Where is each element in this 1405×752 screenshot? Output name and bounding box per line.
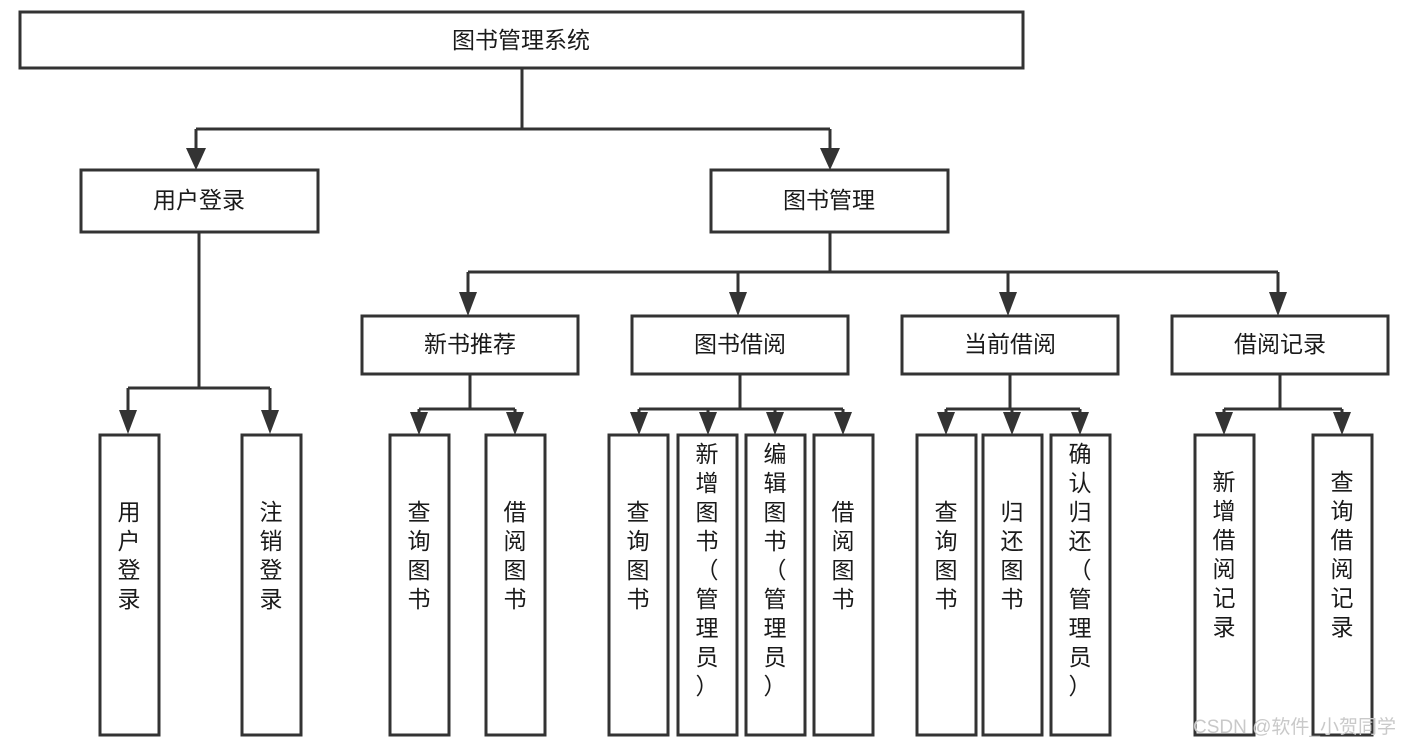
leaf-label: 用户登录	[118, 499, 141, 612]
leaf-box[interactable]	[240, 433, 303, 737]
node-borrow-record-box[interactable]	[1170, 314, 1390, 376]
arrow-head-icon	[1215, 412, 1233, 435]
arrow-head-icon	[699, 412, 717, 435]
node-book-manage[interactable]: 图书管理	[709, 168, 950, 234]
leaf-box[interactable]	[1049, 433, 1112, 737]
leaf-label: 新增借阅记录	[1213, 469, 1236, 640]
node-book-borrow-label: 图书借阅	[694, 331, 786, 357]
leaf-new-book-borrow[interactable]: 借阅图书	[484, 433, 547, 737]
leaf-label: 借阅图书	[832, 499, 855, 612]
arrow-head-icon	[186, 148, 206, 170]
node-root-label: 图书管理系统	[452, 27, 590, 53]
leaf-box[interactable]	[1311, 433, 1374, 737]
node-new-book-recommend[interactable]: 新书推荐	[360, 314, 580, 376]
node-book-manage-box[interactable]	[709, 168, 950, 234]
leaf-box[interactable]	[812, 433, 875, 737]
leaf-label: 查询借阅记录	[1331, 469, 1354, 640]
node-root[interactable]: 图书管理系统	[18, 10, 1025, 70]
arrow-head-icon	[937, 412, 955, 435]
node-new-book-recommend-box[interactable]	[360, 314, 580, 376]
leaf-label: 确认归还（管理员）	[1069, 441, 1092, 699]
leaf-borrow-record-add[interactable]: 新增借阅记录	[1193, 433, 1256, 737]
leaf-box[interactable]	[484, 433, 547, 737]
leaf-box[interactable]	[98, 433, 161, 737]
leaf-box[interactable]	[915, 433, 978, 737]
leaf-label: 查询图书	[627, 499, 650, 612]
node-user-login-label: 用户登录	[153, 187, 245, 213]
leaf-box[interactable]	[1193, 433, 1256, 737]
leaf-current-borrow-query[interactable]: 查询图书	[915, 433, 978, 737]
leaf-label: 编辑图书（管理员）	[764, 441, 787, 699]
arrow-head-icon	[999, 292, 1017, 316]
arrow-head-icon	[119, 410, 137, 434]
arrow-head-icon	[1071, 412, 1089, 435]
leaf-label: 查询图书	[408, 499, 431, 612]
node-current-borrow[interactable]: 当前借阅	[900, 314, 1120, 376]
arrow-head-icon	[506, 412, 524, 435]
node-user-login[interactable]: 用户登录	[79, 168, 320, 234]
leaf-box[interactable]	[388, 433, 451, 737]
arrow-head-icon	[459, 292, 477, 316]
arrow-head-icon	[1333, 412, 1351, 435]
arrow-head-icon	[729, 292, 747, 316]
node-new-book-recommend-label: 新书推荐	[424, 331, 516, 357]
node-book-borrow-box[interactable]	[630, 314, 850, 376]
leaf-box[interactable]	[676, 433, 739, 737]
arrow-head-icon	[410, 412, 428, 435]
leaf-box[interactable]	[981, 433, 1044, 737]
node-borrow-record-label: 借阅记录	[1234, 331, 1326, 357]
connector-layer	[119, 68, 1351, 435]
leaf-current-borrow-confirm[interactable]: 确认归还（管理员）	[1049, 433, 1112, 737]
leaf-book-borrow-edit[interactable]: 编辑图书（管理员）	[744, 433, 807, 737]
arrow-head-icon	[630, 412, 648, 435]
arrow-head-icon	[834, 412, 852, 435]
leaf-book-borrow-query[interactable]: 查询图书	[607, 433, 670, 737]
leaf-box[interactable]	[744, 433, 807, 737]
node-root-box[interactable]	[18, 10, 1025, 70]
node-current-borrow-label: 当前借阅	[964, 331, 1056, 357]
leaf-borrow-record-query[interactable]: 查询借阅记录	[1311, 433, 1374, 737]
node-current-borrow-box[interactable]	[900, 314, 1120, 376]
leaf-user-login-logout[interactable]: 注销登录	[240, 433, 303, 737]
leaf-label: 新增图书（管理员）	[696, 441, 719, 699]
node-book-borrow[interactable]: 图书借阅	[630, 314, 850, 376]
leaf-user-login-login[interactable]: 用户登录	[98, 433, 161, 737]
node-user-login-box[interactable]	[79, 168, 320, 234]
arrow-head-icon	[1003, 412, 1021, 435]
csdn-watermark: CSDN @软件_小贺同学	[1193, 716, 1396, 738]
leaf-label: 借阅图书	[504, 499, 527, 612]
leaf-current-borrow-return[interactable]: 归还图书	[981, 433, 1044, 737]
arrow-head-icon	[1269, 292, 1287, 316]
arrow-head-icon	[820, 148, 840, 170]
leaf-box[interactable]	[607, 433, 670, 737]
leaf-new-book-query[interactable]: 查询图书	[388, 433, 451, 737]
leaf-book-borrow-borrow[interactable]: 借阅图书	[812, 433, 875, 737]
leaf-label: 查询图书	[935, 499, 958, 612]
node-borrow-record[interactable]: 借阅记录	[1170, 314, 1390, 376]
leaf-book-borrow-add[interactable]: 新增图书（管理员）	[676, 433, 739, 737]
arrow-head-icon	[766, 412, 784, 435]
leaf-label: 注销登录	[260, 499, 283, 612]
arrow-head-icon	[261, 410, 279, 434]
node-book-manage-label: 图书管理	[783, 187, 875, 213]
leaf-label: 归还图书	[1001, 499, 1024, 612]
